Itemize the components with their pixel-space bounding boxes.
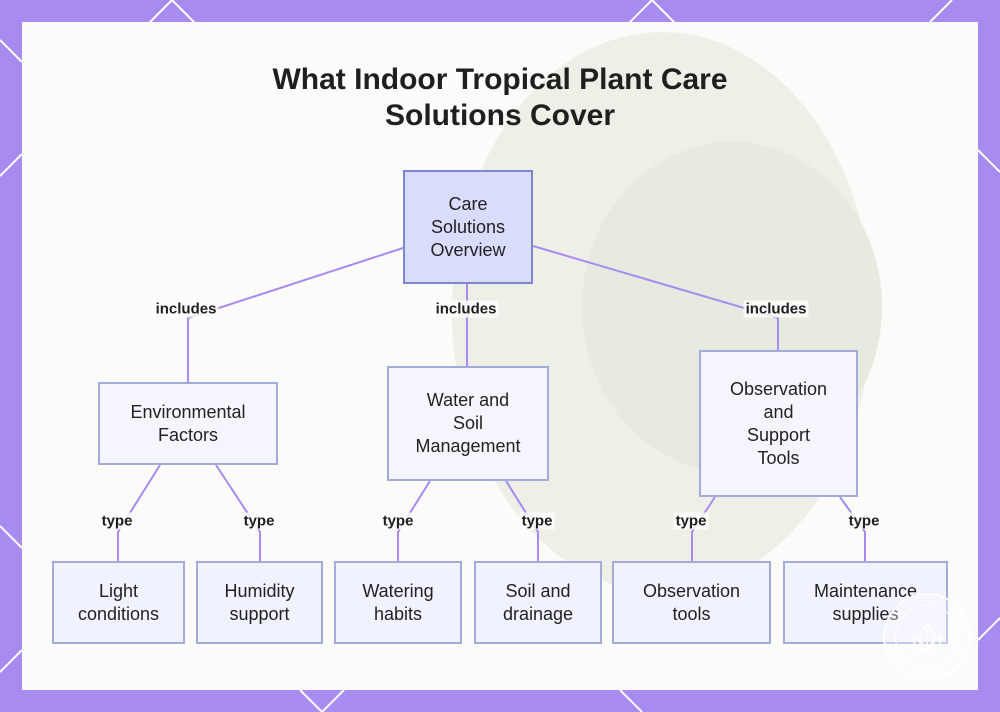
- diagram-title: What Indoor Tropical Plant Care Solution…: [272, 63, 728, 132]
- logo-inner-ring: [895, 605, 959, 669]
- edge-label-includes-water-soil: includes: [433, 300, 499, 318]
- node-water-soil-management: Water and Soil Management: [387, 366, 549, 481]
- node-watering-habits: Watering habits: [334, 561, 462, 644]
- edge-observation-tools: [691, 496, 716, 561]
- edge-root-observation-support: [532, 245, 779, 350]
- node-humidity-support: Humidity support: [196, 561, 323, 644]
- node-observation-tools: Observation tools: [612, 561, 771, 644]
- node-light-conditions: Light conditions: [52, 561, 185, 644]
- edge-environmental-humidity: [215, 464, 261, 561]
- edge-label-includes-environmental: includes: [153, 300, 219, 318]
- node-environmental-factors: Environmental Factors: [98, 382, 278, 465]
- plant-logo-icon: [883, 593, 971, 681]
- edge-environmental-light: [117, 464, 161, 561]
- leaf-mark-icon: [912, 622, 942, 653]
- edge-water-soil-drainage: [505, 480, 539, 561]
- node-soil-drainage: Soil and drainage: [474, 561, 602, 644]
- edge-label-type-maintenance: type: [846, 512, 882, 530]
- edge-label-type-watering: type: [380, 512, 416, 530]
- node-observation-support-tools: Observation and Support Tools: [699, 350, 858, 497]
- edge-label-type-drainage: type: [519, 512, 555, 530]
- node-care-solutions-overview: Care Solutions Overview: [403, 170, 533, 284]
- edge-label-type-observation-tools: type: [673, 512, 709, 530]
- edge-label-includes-observation: includes: [743, 300, 809, 318]
- edge-label-type-light: type: [99, 512, 135, 530]
- edge-observation-maintenance: [839, 496, 866, 561]
- edge-root-environmental: [187, 247, 404, 382]
- edge-label-type-humidity: type: [241, 512, 277, 530]
- edge-water-soil-watering: [397, 480, 431, 561]
